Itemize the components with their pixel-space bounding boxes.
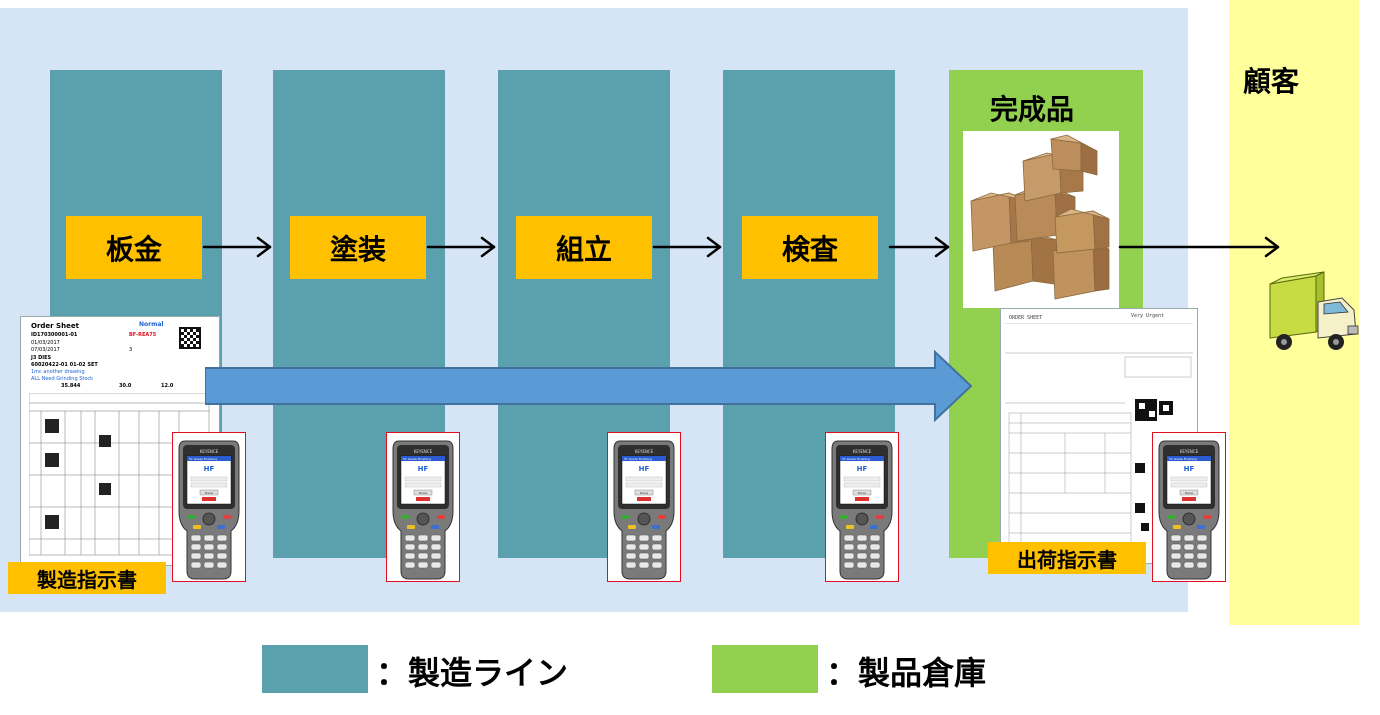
scanner-logo: HF xyxy=(418,465,429,473)
shipping-sheet-table xyxy=(1005,323,1193,554)
manufacturing-order-tag: 製造指示書 xyxy=(8,562,166,594)
legend-swatch-product-warehouse xyxy=(712,645,818,693)
qr-code-icon xyxy=(179,327,201,349)
order-sheet-quantity: 3 xyxy=(129,347,133,353)
order-sheet-material: BF-REA75 xyxy=(129,332,157,338)
order-sheet-dim-id: 12.0 xyxy=(161,383,174,389)
order-sheet-due-date: 07/03/2017 xyxy=(31,347,60,353)
cardboard-boxes-image xyxy=(963,131,1119,308)
scanner-screen-title: TC Grade Finishing xyxy=(188,457,217,461)
customer-label: 顧客 xyxy=(1243,65,1300,98)
finished-goods-label: 完成品 xyxy=(990,93,1075,126)
shipping-order-label: 出荷指示書 xyxy=(1017,547,1117,572)
scanner-logo: HF xyxy=(639,465,650,473)
process-box-assembly: 組立 xyxy=(516,216,652,279)
scanner-logo: HF xyxy=(857,465,868,473)
scanner-logo: HF xyxy=(204,465,215,473)
scanner-button-label: Done xyxy=(205,491,213,495)
shipping-sheet-title: ORDER SHEET xyxy=(1009,315,1043,321)
legend-label-production-line: ：製造ライン xyxy=(376,654,569,692)
order-sheet-dim-od: 35.844 xyxy=(61,383,81,389)
process-label-painting: 塗装 xyxy=(329,232,386,266)
scanner-button-label: Done xyxy=(858,491,866,495)
legend-swatch-production-line xyxy=(262,645,368,693)
scanner-logo: HF xyxy=(1184,465,1195,473)
scanner-button-label: Done xyxy=(419,491,427,495)
order-sheet-note-2: ALL Need Grinding Stock xyxy=(31,376,94,382)
scanner-screen-title: TC Grade Finishing xyxy=(841,457,870,461)
process-box-sheet-metal: 板金 xyxy=(66,216,202,279)
scanner-brand-label: KEYENCE xyxy=(635,449,654,454)
legend-label-product-warehouse: ：製品倉庫 xyxy=(826,654,987,692)
handheld-scanner-4: KEYENCE TC Grade Finishing HF Done xyxy=(825,432,899,582)
scanner-screen-title: TC Grade Finishing xyxy=(402,457,431,461)
order-sheet-status: Normal xyxy=(139,321,164,328)
document-flow-arrow xyxy=(205,350,973,422)
manufacturing-order-label: 製造指示書 xyxy=(37,567,137,592)
order-sheet-customer: J3 DIES xyxy=(31,355,52,361)
scanner-brand-label: KEYENCE xyxy=(853,449,872,454)
order-sheet-dim-height: 30.0 xyxy=(119,383,132,389)
scanner-screen-title: TC Grade Finishing xyxy=(623,457,652,461)
process-box-inspection: 検査 xyxy=(742,216,878,279)
scanner-brand-label: KEYENCE xyxy=(1180,449,1199,454)
order-sheet-instruction-id: ID170300001-01 xyxy=(31,332,78,338)
delivery-truck-icon xyxy=(1269,271,1359,350)
handheld-scanner-1: KEYENCE TC Grade Finishing HF Done xyxy=(172,432,246,582)
scanner-button-label: Done xyxy=(640,491,648,495)
order-sheet-receive-date: 01/03/2017 xyxy=(31,340,60,346)
shipping-sheet-urgency: Very Urgent xyxy=(1131,313,1165,319)
process-label-sheet-metal: 板金 xyxy=(105,232,162,266)
handheld-scanner-5: KEYENCE TC Grade Finishing HF Done xyxy=(1152,432,1226,582)
scanner-brand-label: KEYENCE xyxy=(200,449,219,454)
process-label-inspection: 検査 xyxy=(781,232,838,266)
scanner-screen-title: TC Grade Finishing xyxy=(1168,457,1197,461)
process-label-assembly: 組立 xyxy=(555,232,612,266)
order-sheet-title: Order Sheet xyxy=(31,322,79,330)
handheld-scanner-2: KEYENCE TC Grade Finishing HF Done xyxy=(386,432,460,582)
handheld-scanner-3: KEYENCE TC Grade Finishing HF Done xyxy=(607,432,681,582)
order-sheet-description: 60020422-01 01-02 SET xyxy=(31,362,98,368)
shipping-order-tag: 出荷指示書 xyxy=(988,542,1146,574)
order-sheet-note-1: 1mc another drawing xyxy=(31,369,85,375)
scanner-button-label: Done xyxy=(1185,491,1193,495)
scanner-brand-label: KEYENCE xyxy=(414,449,433,454)
process-box-painting: 塗装 xyxy=(290,216,426,279)
